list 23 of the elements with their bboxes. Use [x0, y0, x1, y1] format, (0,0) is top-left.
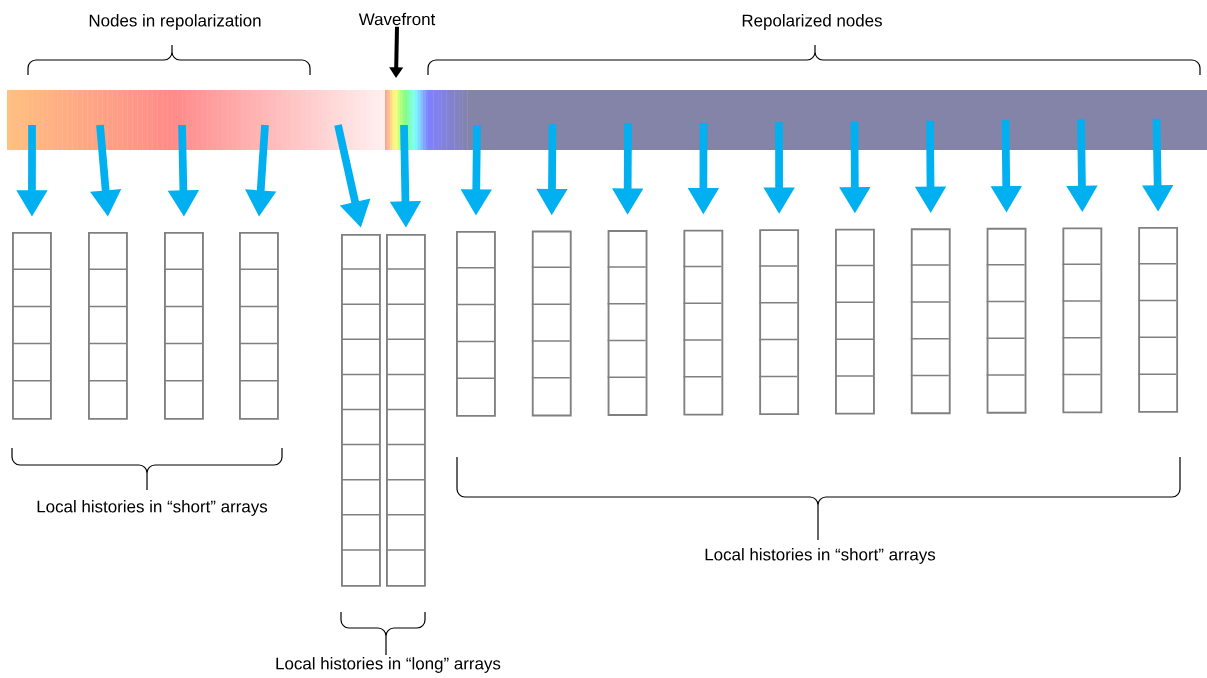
array-column: [531, 230, 572, 417]
array-column: [834, 228, 875, 415]
array-column: [11, 232, 52, 420]
array-column: [87, 232, 128, 420]
array-column: [1137, 226, 1179, 413]
array-column: [1061, 227, 1103, 414]
array-column: [238, 232, 279, 420]
label-text: Local histories in “short” arrays: [705, 548, 936, 564]
array-column: [606, 230, 648, 416]
label-text: Repolarized nodes: [742, 14, 882, 30]
array-column: [455, 231, 496, 417]
array-column: [910, 228, 951, 415]
label-text: Local histories in “long” arrays: [276, 657, 501, 673]
array-column: [163, 232, 204, 420]
array-column: [985, 227, 1027, 414]
label-text: Nodes in repolarization: [89, 14, 261, 30]
label-text: Wavefront: [358, 12, 436, 26]
array-column: [758, 229, 800, 416]
array-column: [682, 229, 724, 416]
array-column: [340, 234, 381, 587]
gradient-band: [7, 90, 1207, 150]
array-column: [385, 234, 426, 587]
label-text: Local histories in “short” arrays: [37, 500, 268, 516]
